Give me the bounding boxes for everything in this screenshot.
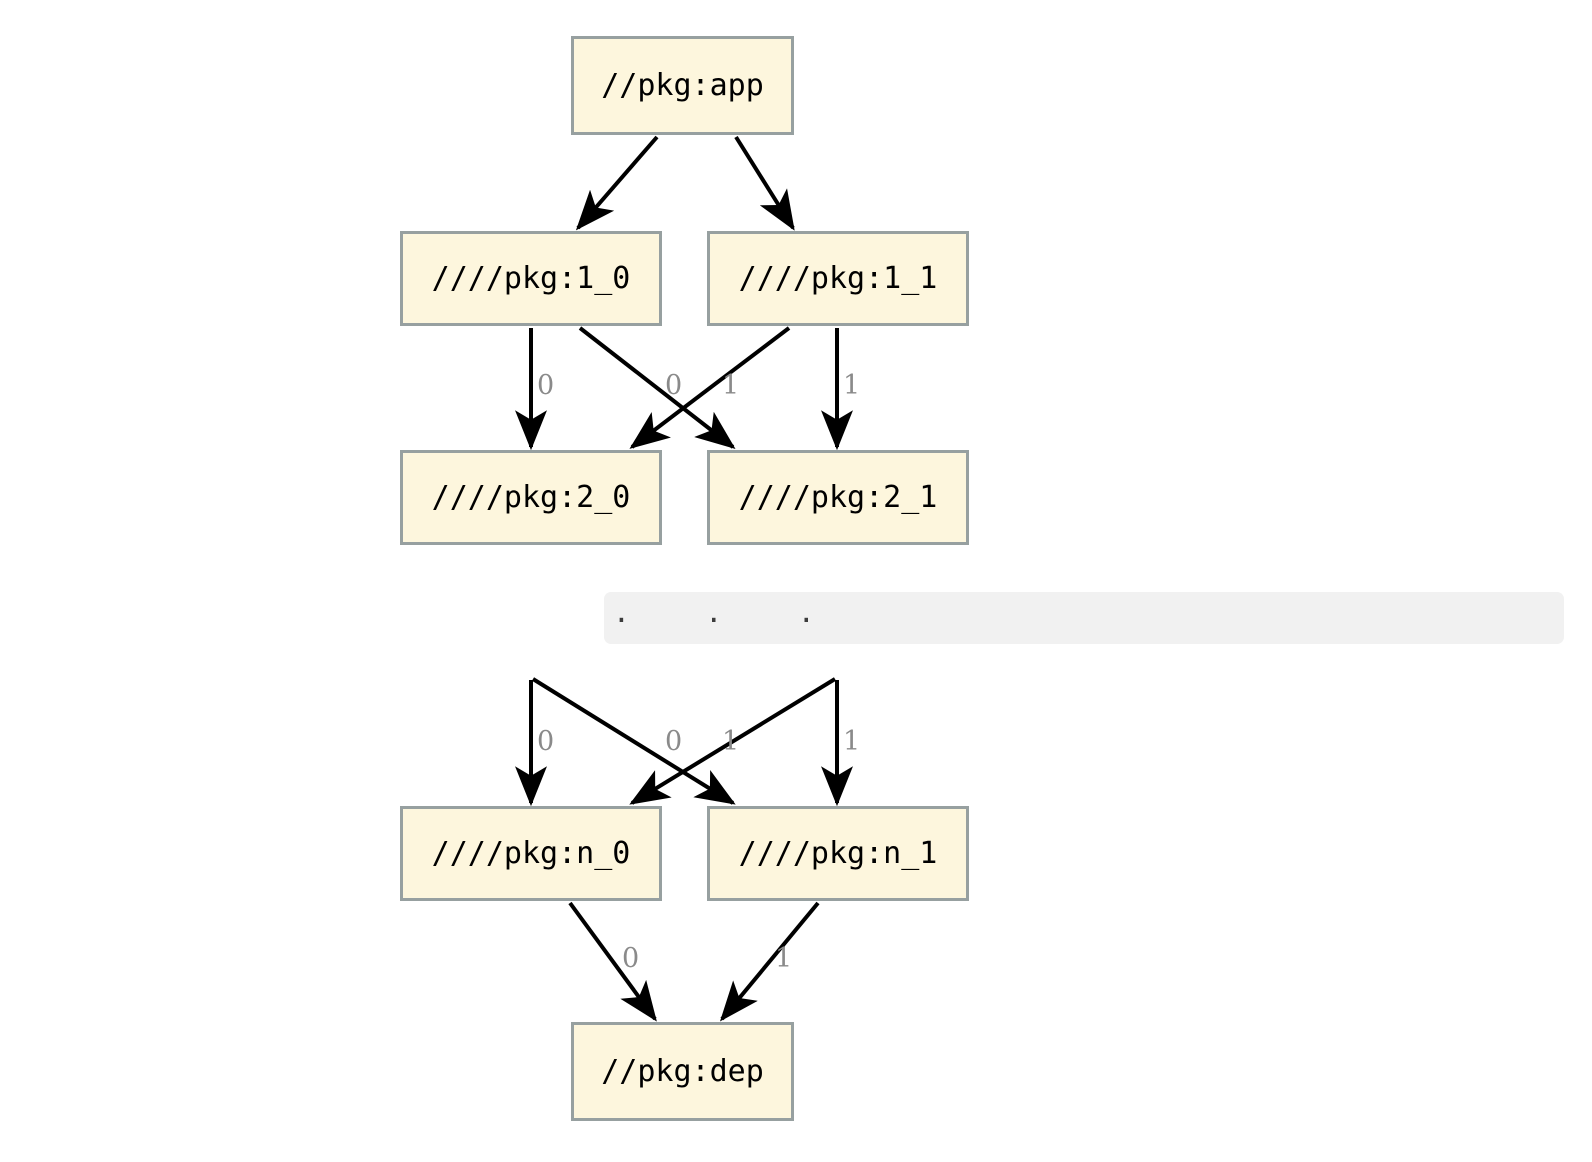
edge-label-hid-n_1b: 1	[843, 726, 861, 757]
edge-label-hid-n_1a: 0	[665, 726, 683, 757]
edge-hid-n_1a	[531, 677, 736, 805]
ellipsis-band: . . .	[604, 592, 1564, 644]
edge-1_1-2_0	[629, 326, 791, 449]
edge-hid-n_0b	[629, 677, 837, 805]
node-label: ////pkg:n_1	[738, 836, 938, 871]
edge-label-n_1-dep: 1	[775, 943, 793, 974]
node-nn_0[interactable]: ////pkg:n_0	[400, 806, 662, 901]
node-label: ////pkg:n_0	[431, 836, 631, 871]
node-dep[interactable]: //pkg:dep	[571, 1022, 794, 1121]
edge-app-1_1	[734, 135, 795, 231]
node-label: ////pkg:1_0	[431, 261, 631, 296]
node-n2_0[interactable]: ////pkg:2_0	[400, 450, 662, 545]
node-n2_1[interactable]: ////pkg:2_1	[707, 450, 969, 545]
node-app[interactable]: //pkg:app	[571, 36, 794, 135]
node-label: ////pkg:1_1	[738, 261, 938, 296]
edge-label-1_0-2_0: 0	[537, 370, 555, 401]
edge-label-hid-n_0: 0	[537, 726, 555, 757]
node-nn_1[interactable]: ////pkg:n_1	[707, 806, 969, 901]
node-label: //pkg:app	[601, 68, 764, 103]
ellipsis-dots: . . .	[616, 591, 832, 631]
node-label: //pkg:dep	[601, 1054, 764, 1089]
edge-label-1_0-2_1: 0	[665, 370, 683, 401]
edge-label-hid-n_0b: 1	[722, 726, 740, 757]
node-label: ////pkg:2_1	[738, 480, 938, 515]
node-n1_0[interactable]: ////pkg:1_0	[400, 231, 662, 326]
edge-1_0-2_1	[578, 326, 736, 449]
edge-label-1_1-2_0: 1	[722, 370, 740, 401]
edge-app-1_0	[575, 135, 659, 231]
edge-n_1-dep	[719, 901, 820, 1022]
edge-label-n_0-dep: 0	[622, 943, 640, 974]
edge-label-1_1-2_1: 1	[843, 370, 861, 401]
edges-group	[515, 135, 853, 1022]
node-label: ////pkg:2_0	[431, 480, 631, 515]
node-n1_1[interactable]: ////pkg:1_1	[707, 231, 969, 326]
edge-n_0-dep	[568, 901, 657, 1022]
